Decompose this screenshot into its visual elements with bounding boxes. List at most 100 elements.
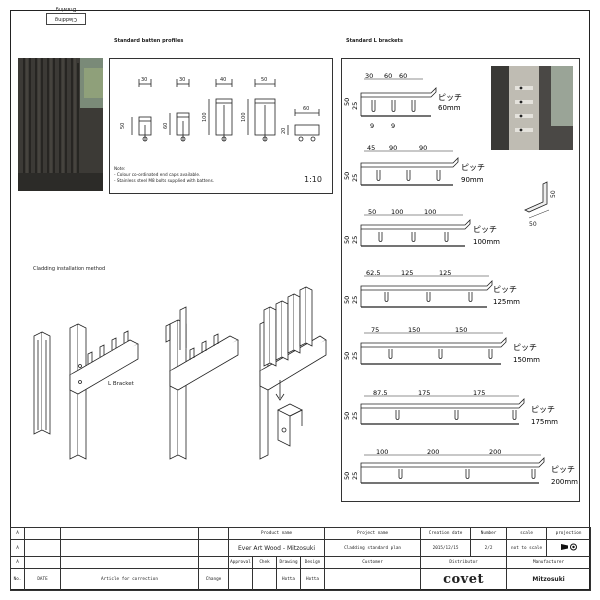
project-name-label: Project name [324, 527, 422, 540]
bracket-row-200: 100 200 200 50 25 ピッチ 200mm [343, 448, 578, 486]
approval-label: Approval [228, 556, 253, 569]
l-bracket-label: L Bracket [108, 381, 135, 387]
scale-value: not to scale [506, 539, 548, 557]
bracket-row-2-h1: 50 [343, 172, 351, 180]
bracket-row-4-dim-2: 125 [401, 269, 413, 277]
bracket-row-1-sub-1: 9 [370, 122, 374, 130]
bracket-row-1-pitch-word: ピッチ [438, 93, 462, 102]
drawing-by: Hotta [276, 568, 301, 591]
bracket-row-7-h1: 50 [343, 472, 351, 480]
profiles-panel: 30 30 40 50 60 50 60 100 100 20 [109, 58, 333, 194]
bracket-row-7-dim-2: 200 [427, 448, 439, 456]
profiles-heading: Standard batten profiles [114, 38, 184, 44]
bracket-row-5-dim-3: 150 [455, 326, 467, 334]
l-angle-detail: 50 50 [515, 180, 575, 230]
cladding-photo [18, 58, 103, 191]
profile-width-2: 30 [179, 77, 185, 83]
bracket-row-60: 30 60 60 9 9 50 25 ピッチ 60mm [343, 72, 462, 130]
bracket-row-5-dim-2: 150 [408, 326, 420, 334]
l-angle-dim-2: 50 [550, 190, 557, 198]
bracket-row-1-h2: 25 [351, 102, 359, 110]
project-name-value: Cladding standard plan [324, 539, 422, 557]
brackets-heading: Standard L brackets [346, 38, 403, 44]
bracket-row-4-h2: 25 [351, 296, 359, 304]
installation-heading: Cladding installation method [33, 266, 106, 272]
bracket-row-4-pitch-word: ピッチ [493, 285, 517, 294]
product-name-value: Ever Art Wood - Mitzosuki [227, 539, 326, 557]
profile-height-1: 50 [120, 123, 126, 129]
bracket-row-6-dim-1: 87.5 [373, 389, 387, 397]
bracket-row-3-h1: 50 [343, 236, 351, 244]
number-value: 2/2 [470, 539, 508, 557]
scale-label: scale [506, 527, 548, 540]
projection-icon [560, 543, 577, 551]
profile-width-4: 50 [261, 77, 267, 83]
profile-width-3: 40 [220, 77, 226, 83]
creation-date-label: Creation date [420, 527, 472, 540]
change-label: Change [198, 568, 229, 591]
bracket-row-100: 50 100 100 50 25 ピッチ 100mm [343, 208, 500, 247]
bracket-row-7-h2: 25 [351, 472, 359, 480]
bracket-row-125: 62.5 125 125 50 25 ピッチ 125mm [343, 269, 520, 308]
distributor-logo: covet [420, 568, 508, 591]
bracket-row-1-dim-1: 30 [365, 72, 373, 80]
profile-height-2: 60 [163, 123, 169, 129]
profiles-notes: Note: - Colour co-ordinated end caps ava… [114, 166, 214, 184]
date-label: DATE [24, 568, 61, 591]
bracket-row-3-dim-2: 100 [391, 208, 403, 216]
bracket-row-6-dim-2: 175 [418, 389, 430, 397]
bracket-row-2-dim-2: 90 [389, 144, 397, 152]
design-label: Design [299, 556, 326, 569]
bracket-row-1-dim-2: 60 [384, 72, 392, 80]
rev-mark-1: A [10, 527, 25, 540]
bracket-row-150: 75 150 150 50 25 ピッチ 150mm [343, 326, 540, 365]
check-label: Chek [252, 556, 277, 569]
profile-height-4: 100 [241, 112, 247, 122]
projection-label: projection [546, 527, 592, 540]
bracket-row-1-sub-2: 9 [391, 122, 395, 130]
bracket-row-175: 87.5 175 175 50 25 ピッチ 175mm [343, 389, 558, 426]
bracket-row-1-dim-3: 60 [399, 72, 407, 80]
l-angle-dim-1: 50 [529, 221, 537, 228]
profiles-scale: 1:10 [304, 175, 322, 184]
product-name-label: Product name [227, 527, 326, 540]
title-block: A Product name Project name Creation dat… [10, 527, 592, 591]
sheet-tab-label: Cladding Drawing [46, 6, 86, 25]
bracket-row-2-dim-3: 90 [419, 144, 427, 152]
bracket-row-4-dim-3: 125 [439, 269, 451, 277]
no-label: No. [10, 568, 25, 591]
customer-label: Customer [324, 556, 422, 569]
bracket-rows: 30 60 60 9 9 50 25 ピッチ 60mm 45 90 90 50 … [343, 72, 578, 486]
bracket-row-4-pitch: 125mm [493, 298, 520, 306]
design-by: Hotta [299, 568, 326, 591]
bracket-row-3-dim-1: 50 [368, 208, 376, 216]
bracket-row-7-dim-1: 100 [376, 448, 388, 456]
bracket-row-2-pitch: 90mm [461, 176, 484, 184]
bracket-photo [491, 66, 573, 150]
article-label: Article for correction [60, 568, 199, 591]
bracket-row-4-dim-1: 62.5 [366, 269, 380, 277]
creation-date-value: 2015/12/15 [420, 539, 472, 557]
bracket-row-5-pitch-word: ピッチ [513, 343, 537, 352]
bracket-row-3-pitch-word: ピッチ [473, 225, 497, 234]
rev-mark-3: A [10, 556, 25, 569]
bracket-row-5-h2: 25 [351, 352, 359, 360]
bracket-row-5-pitch: 150mm [513, 356, 540, 364]
distributor-label: Distributor [420, 556, 508, 569]
bracket-row-6-dim-3: 175 [473, 389, 485, 397]
drawing-label: Drawing [276, 556, 301, 569]
bracket-row-6-h2: 25 [351, 412, 359, 420]
manufacturer-label: Manufacturer [506, 556, 592, 569]
bracket-row-5-dim-1: 75 [371, 326, 379, 334]
profile-height-5: 20 [281, 128, 287, 134]
bracket-row-3-dim-3: 100 [424, 208, 436, 216]
bracket-row-1-pitch: 60mm [438, 104, 461, 112]
notes-title: Note: [114, 166, 126, 171]
bracket-row-5-h1: 50 [343, 352, 351, 360]
bracket-row-4-h1: 50 [343, 296, 351, 304]
bracket-row-7-pitch-word: ピッチ [551, 465, 575, 474]
bracket-row-7-pitch: 200mm [551, 478, 578, 486]
bracket-row-2-dim-1: 45 [367, 144, 375, 152]
bracket-row-2-pitch-word: ピッチ [461, 163, 485, 172]
note-line-2: - Stainless steel M8 bolts supplied with… [114, 178, 215, 183]
